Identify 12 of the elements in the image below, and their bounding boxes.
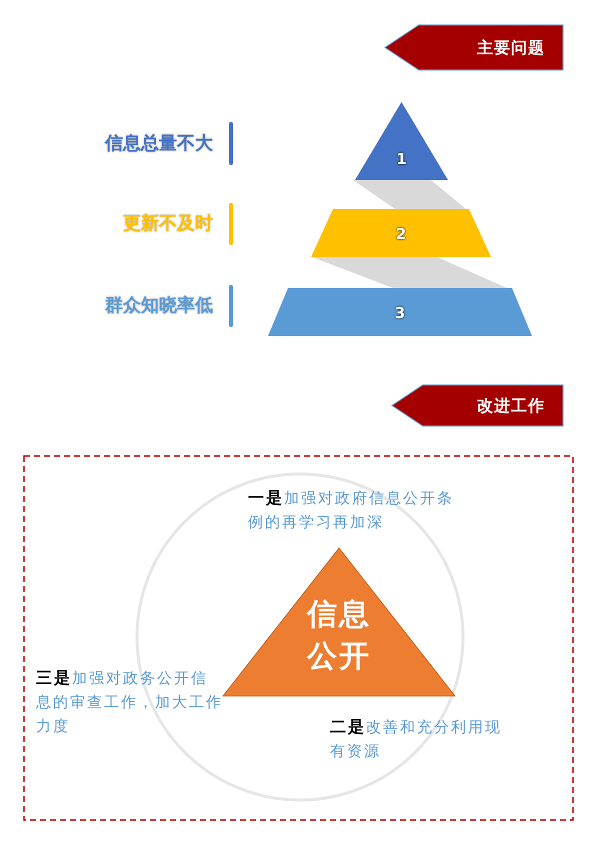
tier-number: 2	[394, 225, 408, 243]
issue-label: 群众知晓率低	[104, 294, 213, 318]
issue-label: 更新不及时	[122, 212, 213, 236]
measure-text: 一是加强对政府信息公开条例的再学习再加深	[248, 487, 455, 533]
tier-number: 1	[395, 150, 408, 168]
measure-text: 三是加强对政务公开信息的审查工作，加大工作力度	[36, 667, 224, 737]
issue-label: 信息总量不大	[104, 132, 213, 156]
tier-number: 3	[394, 304, 406, 322]
banner-title: 改进工作	[477, 395, 545, 417]
triangle-title: 信息公开	[305, 596, 372, 676]
measure-text: 二是改善和充分利用现有资源	[330, 716, 503, 762]
banner-title: 主要问题	[477, 37, 545, 59]
